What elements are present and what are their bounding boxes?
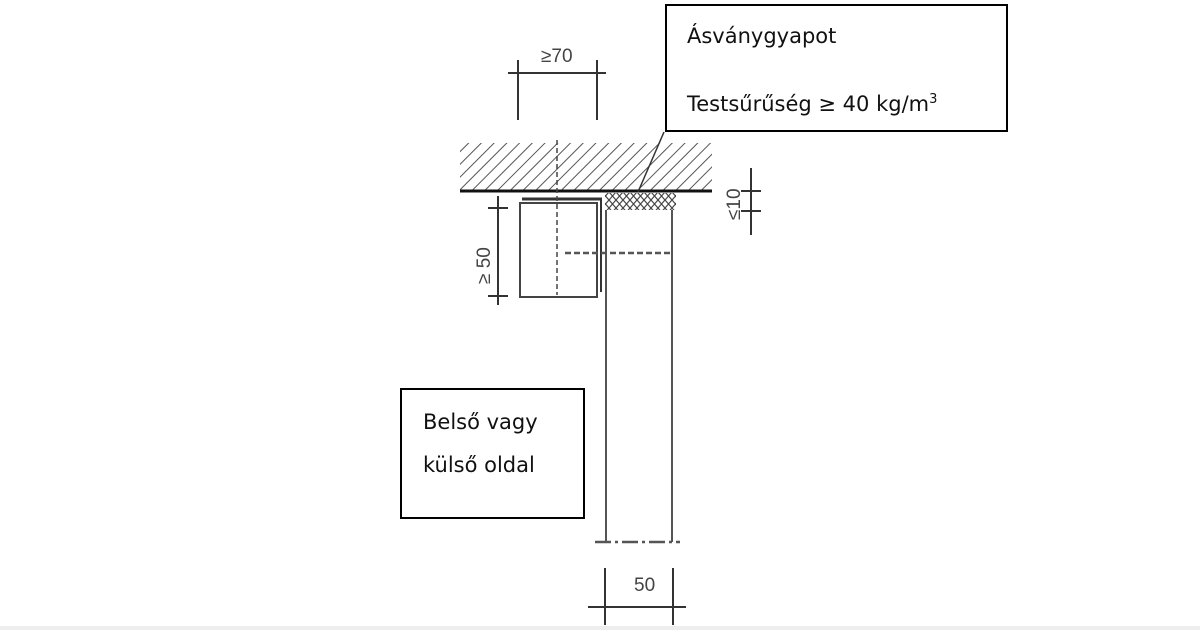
- ceiling-slab: [460, 143, 712, 191]
- dim-top-width-label: ≥70: [541, 46, 573, 67]
- density-exponent: 3: [929, 92, 938, 107]
- dimension-top-width: [508, 60, 606, 120]
- dim-batten-height-label: ≥ 50: [474, 247, 495, 284]
- density-label: Testsűrűség ≥ 40 kg/m3: [687, 92, 937, 116]
- dim-gap-label: ≤10: [724, 188, 745, 220]
- bottom-strip: [0, 626, 1200, 630]
- dimension-gap: [741, 168, 761, 235]
- side-line-2: külső oldal: [423, 453, 535, 477]
- dimension-batten-height: [488, 196, 508, 305]
- material-callout: Ásványgyapot Testsűrűség ≥ 40 kg/m3: [665, 4, 1008, 132]
- density-text: Testsűrűség ≥ 40 kg/m: [687, 92, 930, 116]
- side-line-1: Belső vagy: [423, 410, 538, 434]
- batten: [519, 202, 598, 298]
- leader-line: [637, 131, 665, 193]
- dimension-wall-thickness: [588, 568, 686, 625]
- material-title: Ásványgyapot: [687, 24, 837, 48]
- mineral-wool: [605, 193, 676, 210]
- side-callout: Belső vagy külső oldal: [400, 388, 585, 519]
- dim-wall-thickness-label: 50: [634, 575, 655, 596]
